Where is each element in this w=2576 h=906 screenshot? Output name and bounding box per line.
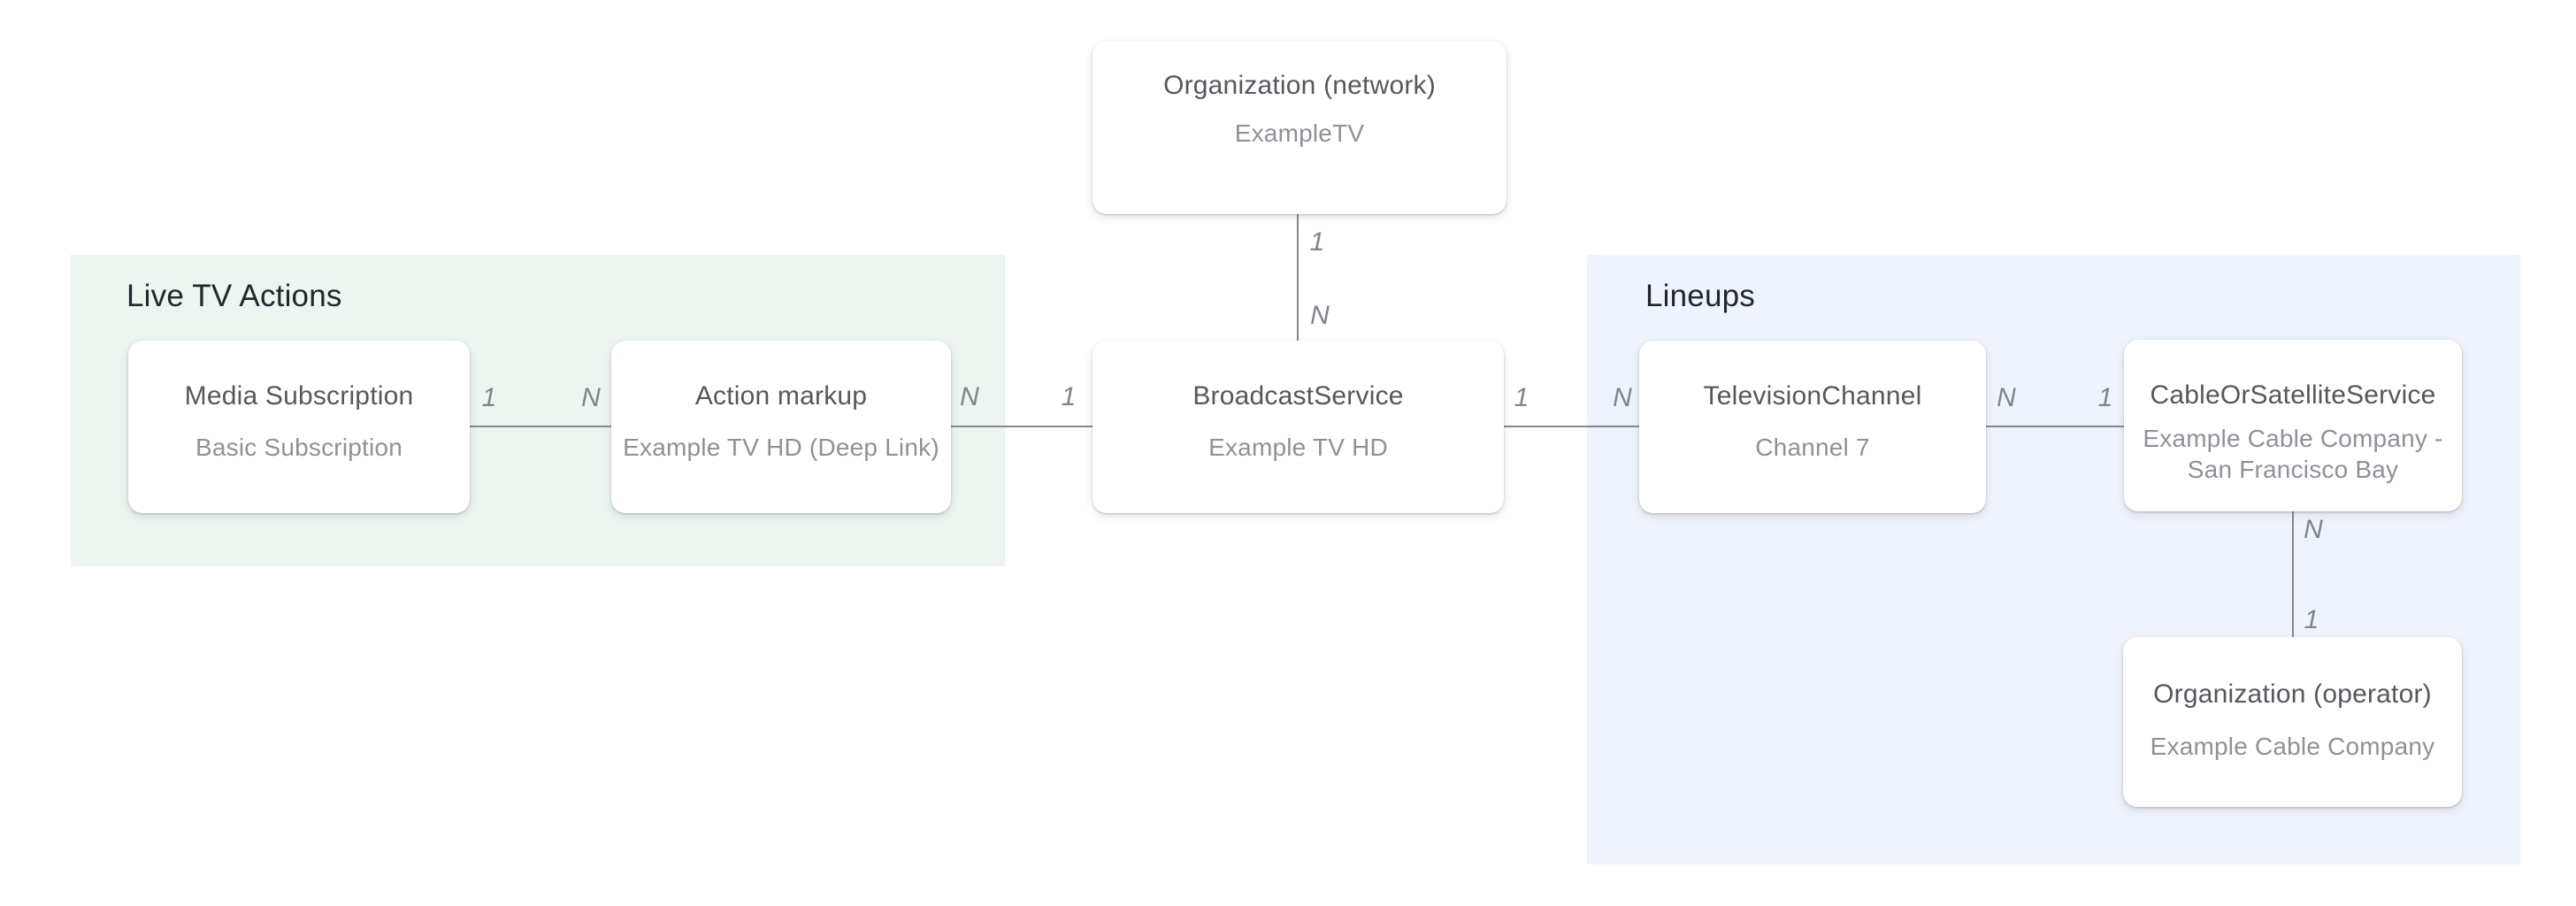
lineups-section-label: Lineups <box>1645 279 1756 313</box>
node-cable-or-satellite-service: CableOrSatelliteService Example Cable Co… <box>2124 340 2462 511</box>
node-cable-or-satellite-service-subtitle: Example Cable Company - San Francisco Ba… <box>2143 425 2443 483</box>
cardinality-action-broadcast-n: N <box>960 382 979 411</box>
node-cable-or-satellite-service-title: CableOrSatelliteService <box>2150 380 2436 410</box>
node-broadcast-service-subtitle: Example TV HD <box>1208 434 1388 461</box>
node-organization-network-subtitle: ExampleTV <box>1234 119 1365 147</box>
node-television-channel: TelevisionChannel Channel 7 <box>1639 341 1986 513</box>
node-organization-operator: Organization (operator) Example Cable Co… <box>2123 637 2462 807</box>
node-organization-operator-subtitle: Example Cable Company <box>2150 733 2435 760</box>
node-action-markup-subtitle: Example TV HD (Deep Link) <box>623 434 939 461</box>
cardinality-channel-cable-n: N <box>1997 383 2016 412</box>
node-organization-network-title: Organization (network) <box>1163 71 1436 100</box>
node-action-markup-title: Action markup <box>694 381 868 411</box>
connector-action-to-broadcast <box>951 426 1092 427</box>
cardinality-cable-operator-1: 1 <box>2304 605 2319 634</box>
cardinality-network-broadcast-1: 1 <box>1309 227 1325 257</box>
connector-cable-to-operator <box>2292 509 2294 637</box>
cardinality-channel-cable-1: 1 <box>2097 383 2113 412</box>
connector-network-to-broadcast <box>1297 214 1299 341</box>
node-media-subscription-subtitle: Basic Subscription <box>196 434 402 461</box>
node-media-subscription: Media Subscription Basic Subscription <box>128 341 470 513</box>
cardinality-cable-operator-n: N <box>2304 515 2323 544</box>
node-action-markup: Action markup Example TV HD (Deep Link) <box>611 341 951 513</box>
connector-media-to-action <box>469 426 611 427</box>
live-tv-actions-section-label: Live TV Actions <box>126 279 342 313</box>
cardinality-broadcast-channel-1: 1 <box>1514 383 1530 412</box>
cardinality-network-broadcast-n: N <box>1310 301 1330 330</box>
node-broadcast-service: BroadcastService Example TV HD <box>1092 341 1504 513</box>
node-broadcast-service-title: BroadcastService <box>1192 381 1404 411</box>
node-organization-network: Organization (network) ExampleTV <box>1092 41 1506 214</box>
cardinality-broadcast-channel-n: N <box>1613 383 1632 412</box>
node-media-subscription-title: Media Subscription <box>184 381 414 411</box>
node-television-channel-subtitle: Channel 7 <box>1755 434 1870 461</box>
connector-broadcast-to-channel <box>1504 426 1639 427</box>
connector-channel-to-cable <box>1986 426 2124 427</box>
cardinality-action-broadcast-1: 1 <box>1061 382 1077 411</box>
node-television-channel-title: TelevisionChannel <box>1703 381 1922 411</box>
cardinality-media-action-1: 1 <box>481 383 497 412</box>
node-organization-operator-title: Organization (operator) <box>2153 680 2432 709</box>
cardinality-media-action-n: N <box>581 383 601 412</box>
